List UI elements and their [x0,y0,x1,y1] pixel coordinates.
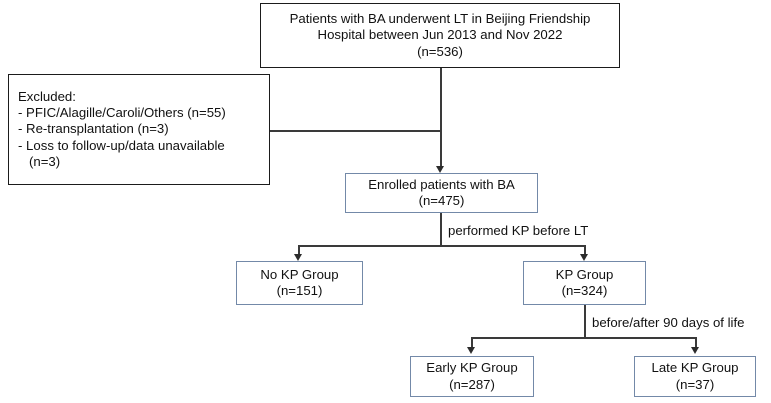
node-cohort-line-3: (n=536) [417,43,463,59]
connector-cohort-to-enrolled [440,68,442,166]
node-cohort-line-2: Hospital between Jun 2013 and Nov 2022 [317,27,563,43]
arrowhead-to-kp [580,254,589,261]
node-excluded: Excluded: - PFIC/Alagille/Caroli/Others … [8,74,270,185]
node-late-kp-group-line-1: Late KP Group [651,360,739,376]
node-excluded-line-1: Excluded: [18,89,76,105]
node-excluded-line-5: (n=3) [18,153,61,169]
connector-bus-to-no-kp [298,245,300,255]
arrowhead-cohort-to-enrolled [436,166,445,173]
arrowhead-to-early-kp [467,347,476,354]
node-no-kp-group-line-2: (n=151) [276,283,323,298]
node-enrolled-line-2: (n=475) [418,193,465,208]
arrowhead-to-late-kp [691,347,700,354]
node-kp-group-line-1: KP Group [555,266,614,282]
connector-branch-bus-kp [298,245,585,247]
connector-enrolled-stem [440,213,442,246]
node-excluded-line-2: - PFIC/Alagille/Caroli/Others (n=55) [18,105,226,121]
node-kp-group: KP Group (n=324) [523,261,646,305]
node-no-kp-group-line-1: No KP Group [260,266,339,282]
node-excluded-line-3: - Re-transplantation (n=3) [18,121,169,137]
connector-bus-to-early-kp [471,337,473,348]
connector-bus-to-late-kp [695,337,697,348]
node-late-kp-group-line-2: (n=37) [675,376,715,392]
node-excluded-line-4: - Loss to follow-up/data unavailable [18,137,225,153]
node-no-kp-group: No KP Group (n=151) [236,261,363,305]
edge-label-performed-kp: performed KP before LT [448,223,589,238]
node-cohort: Patients with BA underwent LT in Beijing… [260,3,620,68]
connector-branch-bus-early-late [471,337,695,339]
arrowhead-to-no-kp [294,254,303,261]
connector-stem-to-excluded [270,130,441,132]
node-early-kp-group-line-2: (n=287) [449,376,495,392]
node-cohort-line-1: Patients with BA underwent LT in Beijing… [289,11,591,27]
node-enrolled-line-1: Enrolled patients with BA [368,176,515,192]
node-late-kp-group: Late KP Group (n=37) [634,356,756,397]
node-kp-group-line-2: (n=324) [561,283,608,298]
connector-bus-to-kp [584,245,586,255]
edge-label-before-after-90-days: before/after 90 days of life [592,315,745,330]
connector-kp-stem [584,305,586,338]
node-early-kp-group: Early KP Group (n=287) [410,356,534,397]
node-early-kp-group-line-1: Early KP Group [426,360,518,376]
node-enrolled: Enrolled patients with BA (n=475) [345,173,538,213]
